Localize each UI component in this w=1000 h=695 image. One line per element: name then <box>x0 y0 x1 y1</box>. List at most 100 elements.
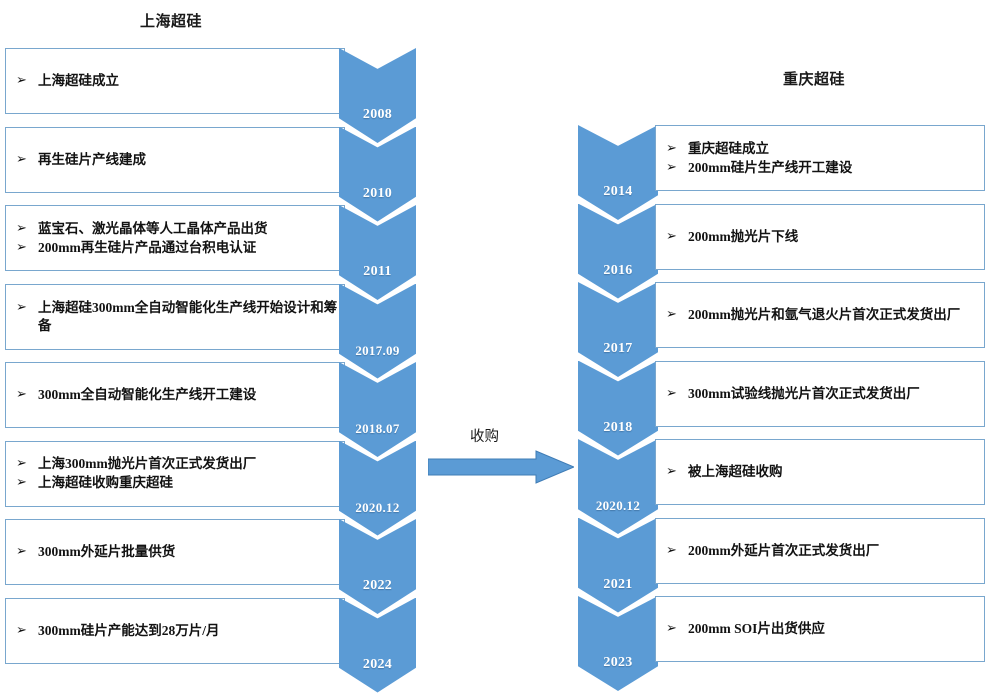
timeline-event-box: ➢ 300mm硅片产能达到28万片/月 <box>5 597 345 664</box>
timeline-event-item: ➢ 蓝宝石、激光晶体等人工晶体产品出货 <box>16 220 338 238</box>
arrow-bullet-icon: ➢ <box>666 140 677 156</box>
timeline-year-chevron: 2008 <box>339 48 416 143</box>
timeline-event-text: 200mm抛光片和氩气退火片首次正式发货出厂 <box>688 307 961 323</box>
timeline-event-text: 200mm抛光片下线 <box>688 228 799 244</box>
timeline-event-box: ➢ 200mm抛光片下线 <box>655 203 985 270</box>
timeline-event-text: 300mm试验线抛光片首次正式发货出厂 <box>688 385 920 401</box>
timeline-event-list: ➢ 300mm外延片批量供货 <box>6 543 344 561</box>
timeline-year-label: 2022 <box>362 578 393 594</box>
timeline-event-box: ➢ 上海超硅300mm全自动智能化生产线开始设计和筹备 <box>5 283 345 350</box>
arrow-bullet-icon: ➢ <box>16 456 27 472</box>
timeline-event-box: ➢ 被上海超硅收购 <box>655 439 985 505</box>
timeline-year-label: 2010 <box>362 185 393 201</box>
timeline-event-item: ➢ 上海超硅收购重庆超硅 <box>16 474 338 492</box>
timeline-event-text: 上海300mm抛光片首次正式发货出厂 <box>38 456 257 472</box>
timeline-event-item: ➢ 200mm硅片生产线开工建设 <box>666 159 978 177</box>
timeline-event-text: 上海超硅成立 <box>38 73 119 89</box>
arrow-bullet-icon: ➢ <box>16 475 27 490</box>
timeline-event-item: ➢ 上海300mm抛光片首次正式发货出厂 <box>16 455 338 473</box>
timeline-year-label: 2017.09 <box>355 342 400 358</box>
timeline-event-text: 被上海超硅收购 <box>688 464 783 480</box>
arrow-bullet-icon: ➢ <box>666 307 677 323</box>
timeline-year-label: 2011 <box>363 264 392 280</box>
timeline-year-label: 2023 <box>603 655 633 671</box>
timeline-event-item: ➢ 再生硅片产线建成 <box>16 151 338 169</box>
timeline-event-item: ➢ 200mm抛光片和氩气退火片首次正式发货出厂 <box>666 306 978 324</box>
timeline-event-item: ➢ 被上海超硅收购 <box>666 463 978 481</box>
arrow-bullet-icon: ➢ <box>666 621 677 637</box>
timeline-event-box: ➢ 300mm全自动智能化生产线开工建设 <box>5 362 345 428</box>
timeline-event-item: ➢ 上海超硅300mm全自动智能化生产线开始设计和筹备 <box>16 299 338 335</box>
timeline-event-box: ➢ 300mm外延片批量供货 <box>5 519 345 585</box>
timeline-event-text: 300mm全自动智能化生产线开工建设 <box>38 387 257 403</box>
timeline-event-text: 重庆超硅成立 <box>688 140 769 156</box>
timeline-event-text: 200mm硅片生产线开工建设 <box>688 159 853 175</box>
timeline-event-text: 300mm外延片批量供货 <box>38 544 176 560</box>
timeline-year-label: 2020.12 <box>355 499 400 515</box>
timeline-year-chevron: 2014 <box>578 125 658 220</box>
timeline-year-label: 2016 <box>603 262 633 278</box>
timeline-year-label: 2017 <box>603 341 633 357</box>
timeline-event-list: ➢ 200mm抛光片和氩气退火片首次正式发货出厂 <box>656 306 984 324</box>
timeline-event-text: 200mm外延片首次正式发货出厂 <box>688 542 880 558</box>
timeline-event-list: ➢ 200mm外延片首次正式发货出厂 <box>656 542 984 560</box>
timeline-event-text: 上海超硅收购重庆超硅 <box>38 475 173 490</box>
timeline-event-list: ➢ 300mm硅片产能达到28万片/月 <box>6 622 344 640</box>
timeline-event-list: ➢ 300mm全自动智能化生产线开工建设 <box>6 386 344 404</box>
timeline-event-item: ➢ 200mm抛光片下线 <box>666 228 978 246</box>
arrow-bullet-icon: ➢ <box>16 544 27 560</box>
timeline-event-item: ➢ 上海超硅成立 <box>16 72 338 90</box>
timeline-event-box: ➢ 蓝宝石、激光晶体等人工晶体产品出货 ➢ 200mm再生硅片产品通过台积电认证 <box>5 205 345 271</box>
timeline-event-box: ➢ 200mm外延片首次正式发货出厂 <box>655 517 985 584</box>
timeline-event-list: ➢ 300mm试验线抛光片首次正式发货出厂 <box>656 385 984 403</box>
timeline-year-label: 2020.12 <box>595 498 641 514</box>
arrow-bullet-icon: ➢ <box>666 228 677 244</box>
timeline-event-list: ➢ 再生硅片产线建成 <box>6 151 344 169</box>
timeline-event-text: 300mm硅片产能达到28万片/月 <box>38 622 220 638</box>
timeline-event-text: 再生硅片产线建成 <box>38 151 146 167</box>
timeline-event-text: 200mm SOI片出货供应 <box>688 621 825 637</box>
arrow-bullet-icon: ➢ <box>666 464 677 480</box>
timeline-event-text: 上海超硅300mm全自动智能化生产线开始设计和筹备 <box>38 299 338 333</box>
timeline-event-item: ➢ 重庆超硅成立 <box>666 140 978 158</box>
arrow-bullet-icon: ➢ <box>16 299 27 315</box>
arrow-bullet-icon: ➢ <box>16 73 27 89</box>
timeline-year-label: 2014 <box>603 184 633 200</box>
timeline-event-box: ➢ 300mm试验线抛光片首次正式发货出厂 <box>655 360 985 427</box>
arrow-bullet-icon: ➢ <box>16 151 27 167</box>
timeline-year-label: 2024 <box>362 656 393 672</box>
timeline-event-list: ➢ 上海超硅300mm全自动智能化生产线开始设计和筹备 <box>6 299 344 335</box>
timeline-event-item: ➢ 300mm外延片批量供货 <box>16 543 338 561</box>
timeline-event-list: ➢ 被上海超硅收购 <box>656 463 984 481</box>
timeline-event-list: ➢ 200mm抛光片下线 <box>656 228 984 246</box>
timeline-event-list: ➢ 蓝宝石、激光晶体等人工晶体产品出货 ➢ 200mm再生硅片产品通过台积电认证 <box>6 220 344 257</box>
arrow-bullet-icon: ➢ <box>16 239 27 255</box>
timeline-event-list: ➢ 上海300mm抛光片首次正式发货出厂 ➢ 上海超硅收购重庆超硅 <box>6 455 344 492</box>
timeline-event-box: ➢ 200mm SOI片出货供应 <box>655 596 985 662</box>
timeline-year-label: 2021 <box>603 576 633 592</box>
arrow-bullet-icon: ➢ <box>16 622 27 638</box>
timeline-event-item: ➢ 300mm全自动智能化生产线开工建设 <box>16 386 338 404</box>
timeline-event-item: ➢ 200mm再生硅片产品通过台积电认证 <box>16 239 338 257</box>
arrow-bullet-icon: ➢ <box>666 385 677 401</box>
timeline-event-list: ➢ 重庆超硅成立 ➢ 200mm硅片生产线开工建设 <box>656 140 984 177</box>
left-column-title: 上海超硅 <box>140 14 203 30</box>
timeline-event-item: ➢ 200mm SOI片出货供应 <box>666 620 978 638</box>
acquisition-label: 收购 <box>470 429 499 445</box>
timeline-event-item: ➢ 200mm外延片首次正式发货出厂 <box>666 542 978 560</box>
timeline-event-text: 蓝宝石、激光晶体等人工晶体产品出货 <box>38 220 268 236</box>
timeline-event-text: 200mm再生硅片产品通过台积电认证 <box>38 239 257 255</box>
timeline-year-label: 2008 <box>362 107 393 123</box>
timeline-year-label: 2018.07 <box>355 421 400 437</box>
timeline-event-box: ➢ 重庆超硅成立 ➢ 200mm硅片生产线开工建设 <box>655 125 985 191</box>
timeline-event-list: ➢ 上海超硅成立 <box>6 72 344 90</box>
timeline-event-list: ➢ 200mm SOI片出货供应 <box>656 620 984 638</box>
timeline-event-box: ➢ 上海300mm抛光片首次正式发货出厂 ➢ 上海超硅收购重庆超硅 <box>5 440 345 507</box>
arrow-bullet-icon: ➢ <box>16 387 27 403</box>
arrow-bullet-icon: ➢ <box>16 220 27 236</box>
arrow-bullet-icon: ➢ <box>666 159 677 175</box>
arrow-bullet-icon: ➢ <box>666 542 677 558</box>
timeline-event-box: ➢ 上海超硅成立 <box>5 48 345 114</box>
right-column-title: 重庆超硅 <box>783 72 846 88</box>
